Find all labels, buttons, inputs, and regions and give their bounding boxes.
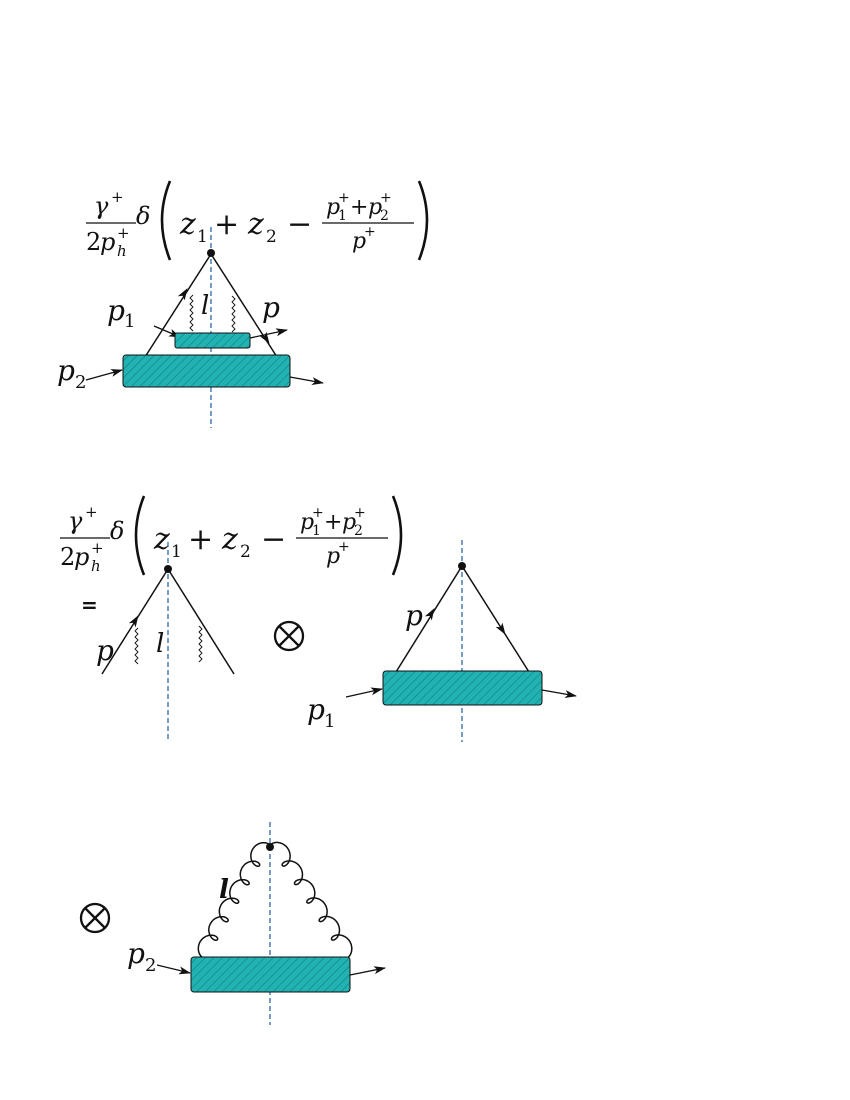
p2-in-arrow — [156, 964, 191, 975]
gamma-superscript: + — [111, 188, 124, 206]
otimes-symbol-2: ⊗ — [0, 0, 111, 934]
label-p1: p — [107, 294, 125, 327]
label-p1-subscript: 1 — [324, 711, 335, 732]
label-p1: p — [307, 693, 325, 726]
p1-in-arrow — [345, 687, 383, 698]
denominator-two: 2 — [86, 228, 101, 256]
label-l: l — [201, 291, 209, 321]
gamma-symbol: γ — [68, 507, 83, 535]
numerator-p1: p — [300, 510, 314, 535]
numerator-p1-subscript: 1 — [338, 208, 347, 224]
left-paren — [160, 180, 172, 261]
blob-out-arrow — [541, 689, 577, 699]
z-two: z — [221, 522, 238, 557]
denominator-two: 2 — [60, 543, 75, 571]
z-one: z — [179, 207, 196, 242]
vertex-dot — [164, 565, 172, 573]
numerator-p2: p — [368, 195, 382, 220]
denominator-p-plus: p — [352, 229, 366, 254]
numerator-p2: p — [342, 510, 356, 535]
numerator-p2-subscript: 2 — [380, 208, 389, 224]
delta-symbol: δ — [110, 517, 124, 545]
gluon-right — [231, 295, 236, 333]
otimes-text-2: ⊗ — [0, 0, 1, 1]
quark-line-right — [461, 565, 530, 673]
gamma-symbol: γ — [94, 192, 109, 220]
gamma-superscript: + — [85, 503, 98, 521]
z-two: z — [247, 207, 264, 242]
right-paren — [417, 180, 429, 261]
denominator-subscript: h — [91, 557, 101, 575]
numerator-plus: + — [350, 195, 368, 220]
minus-operator: − — [261, 522, 286, 557]
blob-out-arrow — [349, 966, 386, 976]
denominator-subscript: h — [117, 242, 127, 260]
numerator-plus: + — [324, 510, 342, 535]
numerator-p1-superscript: + — [338, 190, 350, 206]
plus-operator: + — [214, 207, 239, 242]
blob — [190, 956, 351, 993]
quark-line-left — [144, 253, 212, 358]
gluon-loop-left — [197, 841, 271, 960]
right-paren — [391, 495, 403, 576]
denominator-superscript: + — [117, 224, 130, 242]
diagram-c: p p 1 — [307, 540, 577, 742]
label-p2-subscript: 2 — [145, 955, 156, 976]
delta-symbol: δ — [136, 202, 150, 230]
formula-middle: γ + 2 p + h δ z 1 + z 2 − p + 1 + p + 2 … — [60, 495, 403, 576]
numerator-p1-subscript: 1 — [312, 523, 321, 539]
denominator-p: p — [100, 228, 115, 256]
label-p2-subscript: 2 — [75, 372, 86, 393]
z-one: z — [153, 522, 170, 557]
z-two-subscript: 2 — [266, 227, 277, 247]
label-p: p — [262, 291, 280, 324]
numerator-p1-superscript: + — [312, 505, 324, 521]
label-p: p — [405, 599, 423, 632]
z-two-subscript: 2 — [240, 542, 251, 562]
equals-sign: = — [81, 593, 98, 617]
numerator-p2-superscript: + — [354, 505, 366, 521]
label-p1-subscript: 1 — [124, 311, 135, 332]
diagram-d: l p 2 — [127, 822, 386, 1025]
quark-line-right — [167, 568, 235, 675]
label-p: p — [96, 634, 114, 667]
gluon-right — [198, 625, 203, 663]
hard-blob-out-arrow — [289, 376, 324, 385]
denominator-p-plus-superscript: + — [338, 539, 350, 555]
left-paren — [134, 495, 146, 576]
hard-blob — [122, 354, 291, 388]
diagram-b: p l — [96, 542, 235, 742]
otimes-symbol: ⊗ — [273, 620, 305, 652]
p2-in-arrow — [85, 369, 123, 381]
minus-operator: − — [287, 207, 312, 242]
soft-blob — [174, 332, 251, 349]
vertex-dot — [207, 249, 215, 257]
label-p2: p — [57, 354, 75, 387]
denominator-p: p — [74, 543, 89, 571]
z-one-subscript: 1 — [197, 227, 208, 247]
numerator-p2-superscript: + — [380, 190, 392, 206]
gluon-loop-right — [269, 841, 353, 960]
vertex-dot — [266, 843, 274, 851]
plus-operator: + — [188, 522, 213, 557]
numerator-p2-subscript: 2 — [354, 523, 363, 539]
denominator-p-plus-superscript: + — [364, 224, 376, 240]
z-one-subscript: 1 — [171, 542, 182, 562]
denominator-p-plus: p — [326, 544, 340, 569]
diagram-a: p 1 p 2 l p — [57, 227, 324, 428]
label-p2: p — [127, 937, 145, 970]
label-l: l — [156, 629, 164, 659]
gluon-left — [134, 627, 139, 665]
denominator-superscript: + — [91, 539, 104, 557]
label-l: l — [219, 875, 229, 905]
vertex-dot — [458, 562, 466, 570]
soft-blob-out-arrow — [249, 328, 288, 339]
gluon-left — [189, 294, 194, 332]
numerator-p1: p — [326, 195, 340, 220]
formula-top: γ + 2 p + h δ z 1 + z 2 − p + 1 + p + 2 … — [86, 180, 429, 261]
blob — [382, 670, 543, 706]
